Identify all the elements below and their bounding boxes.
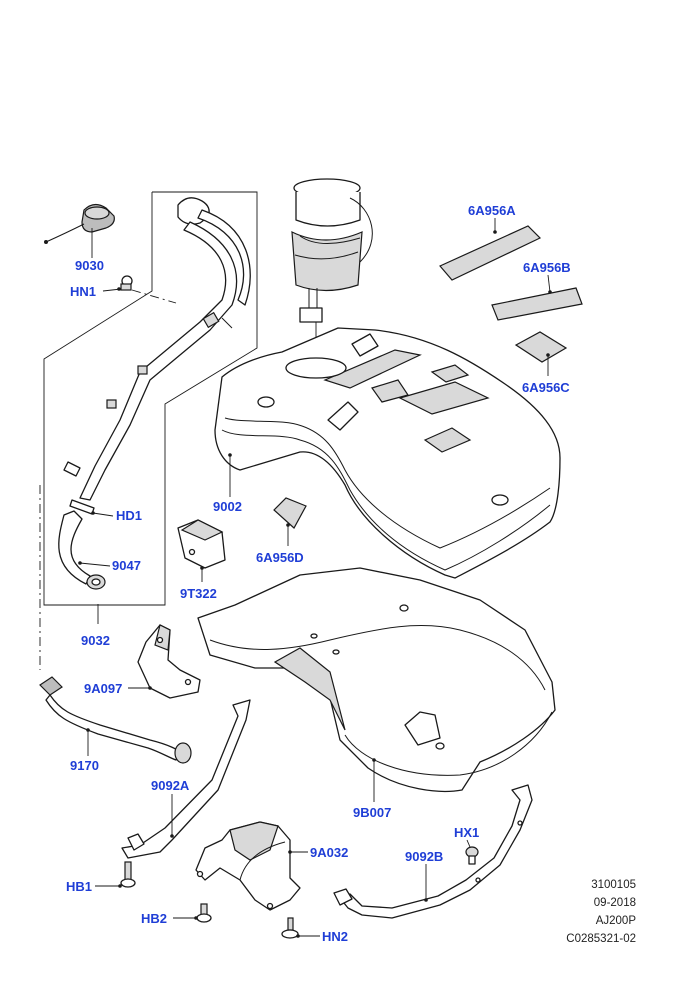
callout-9032[interactable]: 9032	[81, 633, 110, 648]
pad-6a956d[interactable]	[273, 497, 307, 546]
hx1-plug-part[interactable]	[465, 839, 479, 865]
callout-hb1[interactable]: HB1	[66, 879, 93, 894]
hd1-connector-part[interactable]	[69, 499, 114, 517]
reference-date: 09-2018	[593, 897, 636, 909]
callout-9170[interactable]: 9170	[70, 758, 99, 773]
pad-6a956a[interactable]	[439, 218, 542, 281]
callout-6a956b[interactable]: 6A956B	[523, 260, 571, 275]
bracket-9t322-part[interactable]	[177, 519, 226, 582]
filler-pipe-frame	[39, 191, 258, 670]
callout-9030[interactable]: 9030	[75, 258, 104, 273]
callout-hb2[interactable]: HB2	[141, 911, 168, 926]
strap-9092b-part[interactable]	[333, 784, 533, 919]
hb1-bolt-part[interactable]	[95, 861, 136, 888]
pad-6a956b[interactable]	[491, 274, 583, 321]
callout-9092a[interactable]: 9092A	[151, 778, 190, 793]
callout-6a956c[interactable]: 6A956C	[522, 380, 570, 395]
callout-9b007[interactable]: 9B007	[353, 805, 392, 820]
hb2-bolt-part[interactable]	[173, 903, 212, 923]
strap-9092a-part[interactable]	[121, 699, 251, 859]
callout-6a956a[interactable]: 6A956A	[468, 203, 516, 218]
callout-6a956d[interactable]: 6A956D	[256, 550, 304, 565]
hose-9047-part[interactable]	[58, 510, 111, 624]
shield-9a032-part[interactable]	[195, 821, 308, 911]
fuel-pump-module[interactable]	[291, 178, 373, 365]
callout-9002[interactable]: 9002	[213, 499, 242, 514]
hn1-clip-part[interactable]	[102, 275, 133, 292]
hn2-nut-part[interactable]	[281, 917, 320, 939]
bracket-9a097-part[interactable]	[128, 624, 201, 699]
callout-hx1[interactable]: HX1	[454, 825, 480, 840]
callout-hn2[interactable]: HN2	[322, 929, 349, 944]
callout-hd1[interactable]: HD1	[116, 508, 143, 523]
callout-9092b[interactable]: 9092B	[405, 849, 444, 864]
reference-number: 3100105	[591, 879, 636, 891]
filler-neck-pipe[interactable]	[63, 197, 251, 501]
heat-shield-part[interactable]	[197, 567, 556, 802]
callout-9047[interactable]: 9047	[112, 558, 141, 573]
vent-pipe-part[interactable]	[39, 676, 192, 764]
callout-9a032[interactable]: 9A032	[310, 845, 349, 860]
callout-9t322[interactable]: 9T322	[180, 586, 217, 601]
reference-model: AJ200P	[595, 915, 636, 927]
fuel-tank-part[interactable]	[214, 327, 561, 579]
reference-code: C0285321-02	[566, 933, 636, 945]
callout-hn1[interactable]: HN1	[70, 284, 97, 299]
pad-6a956c[interactable]	[514, 331, 568, 376]
callout-9a097[interactable]: 9A097	[84, 681, 123, 696]
filler-cap-part[interactable]	[44, 203, 115, 258]
